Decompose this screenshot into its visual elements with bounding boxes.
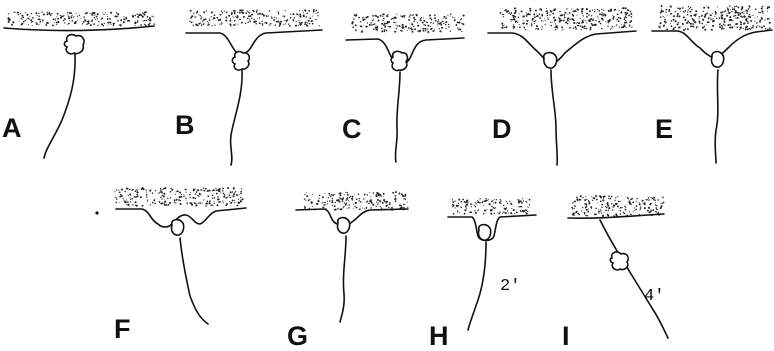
sperm-tail (468, 242, 486, 330)
egg-cytoplasm (658, 5, 771, 31)
panel-h: H 2' (429, 198, 536, 351)
egg-cytoplasm (8, 11, 156, 26)
egg-cytoplasm (452, 198, 530, 215)
egg-cytoplasm (571, 195, 664, 217)
egg-surface (4, 26, 154, 31)
sperm-head (711, 52, 723, 68)
panel-letter-f: F (114, 314, 131, 344)
sperm-tail (395, 72, 400, 162)
sperm-tail (231, 70, 243, 165)
egg-cytoplasm (114, 187, 243, 207)
panel-letter-a: A (2, 113, 22, 143)
panel-e: E (652, 5, 772, 163)
panel-letter-e: E (655, 114, 673, 144)
time-label-i: 4' (644, 287, 664, 306)
panel-letter-c: C (342, 114, 362, 144)
panel-a: A (2, 11, 155, 158)
sperm-tail (44, 54, 75, 158)
sperm-head (171, 220, 183, 236)
sperm-head (337, 218, 349, 234)
sperm-head (544, 53, 557, 69)
panel-i: I 4' (562, 195, 668, 351)
panel-d: D (488, 7, 636, 165)
sperm-head (478, 225, 490, 241)
egg-cytoplasm (351, 13, 464, 33)
panel-b: B (175, 9, 322, 165)
sperm-tail (551, 70, 557, 165)
panel-letter-g: G (287, 321, 308, 351)
egg-cytoplasm (499, 7, 632, 30)
egg-cytoplasm (304, 191, 409, 211)
sperm-tail (340, 236, 346, 322)
panel-g: G (287, 191, 408, 351)
sperm-tail (715, 70, 718, 163)
time-label-h: 2' (500, 277, 520, 296)
speck (95, 211, 98, 214)
panel-f: F (95, 187, 246, 344)
sperm-tail (180, 238, 208, 324)
panel-letter-d: D (492, 114, 512, 144)
egg-cytoplasm (189, 9, 319, 27)
egg-surface-cone (448, 215, 536, 241)
sperm-head (232, 52, 249, 70)
egg-surface-cone (186, 30, 322, 53)
panel-c: C (342, 13, 465, 162)
sperm-tail (600, 220, 668, 338)
sperm-head (610, 252, 628, 270)
egg-surface-cone (296, 209, 408, 225)
egg-surface-cone (488, 31, 636, 64)
panel-letter-h: H (429, 321, 449, 351)
panel-letter-i: I (562, 321, 570, 351)
panel-letter-b: B (175, 110, 195, 140)
sperm-head (391, 51, 407, 70)
sperm-head (64, 35, 84, 54)
